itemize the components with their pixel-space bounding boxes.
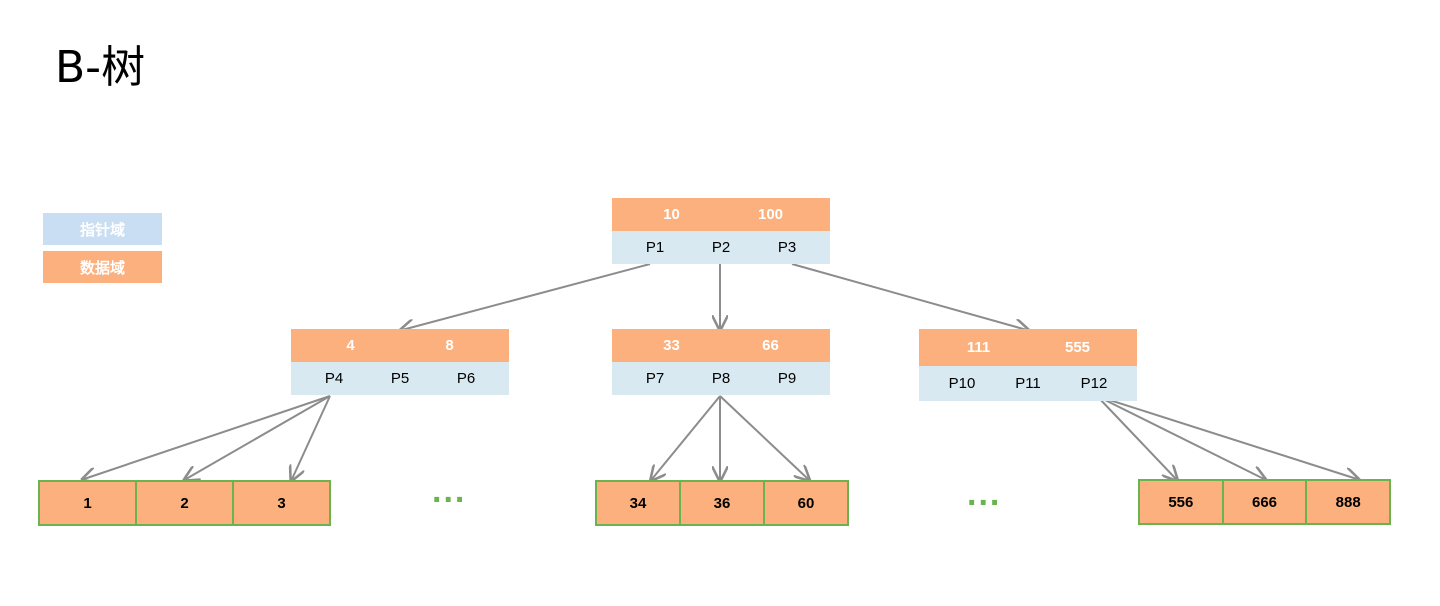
root-node: 10 100 P1 P2 P3 [612,198,830,264]
node-pointer: P4 [324,370,344,387]
leaf-key: 60 [763,482,847,524]
node-pointer-row: P10 P11 P12 [919,366,1137,401]
leaf-key: 666 [1221,481,1306,523]
node-pointer: P9 [777,370,797,387]
internal-node-right: 111 555 P10 P11 P12 [919,329,1137,401]
node-pointer: P11 [1015,375,1041,392]
edge-p12-to-leaf-888 [1096,395,1357,479]
root-pointer-row: P1 P2 P3 [612,231,830,264]
root-key: 100 [757,206,784,223]
leaf-key: 2 [135,482,232,524]
internal-node-left: 4 8 P4 P5 P6 [291,329,509,395]
leaf-key: 3 [232,482,329,524]
node-key: 33 [663,337,680,354]
node-pointer-row: P7 P8 P9 [612,362,830,395]
node-pointer: P12 [1080,375,1108,392]
ellipsis-left: ... [432,472,467,510]
leaf-node-right: 556 666 888 [1138,479,1391,525]
edge-p4-to-leaf-3 [292,395,331,479]
root-pointer: P1 [645,239,665,256]
legend-pointer-field: 指针域 [43,213,162,245]
edge-p12-to-leaf-666 [1096,395,1264,479]
leaf-key: 34 [629,494,647,512]
leaf-key: 1 [83,494,92,512]
leaf-key: 556 [1168,493,1194,511]
legend-data-field: 数据域 [43,251,162,283]
node-pointer: P6 [456,370,476,387]
node-pointer: P8 [711,370,731,387]
node-key: 111 [966,339,991,356]
ellipsis-right: ... [967,475,1002,513]
node-key: 66 [762,337,779,354]
leaf-node-middle: 34 36 60 [595,480,849,526]
root-key: 10 [663,206,680,223]
node-pointer: P5 [390,370,410,387]
leaf-key: 888 [1305,481,1389,523]
edge-p8-to-leaf-34 [652,395,721,479]
leaf-node-left: 1 2 3 [38,480,331,526]
root-pointer: P2 [711,239,731,256]
edge-p8-to-leaf-60 [719,395,808,479]
node-key: 4 [346,337,355,354]
node-pointer: P7 [645,370,665,387]
root-data-row: 10 100 [612,198,830,231]
page-title: B-树 [55,42,146,93]
edge-p4-to-leaf-1 [84,395,331,479]
node-data-row: 111 555 [919,329,1137,366]
edge-p4-to-leaf-2 [186,395,331,479]
internal-node-middle: 33 66 P7 P8 P9 [612,329,830,395]
node-data-row: 33 66 [612,329,830,362]
node-data-row: 4 8 [291,329,509,362]
node-key: 8 [445,337,454,354]
edge-p12-to-leaf-556 [1096,395,1176,479]
edge-p3-to-node-111-555 [791,263,1027,330]
node-pointer-row: P4 P5 P6 [291,362,509,395]
root-pointer: P3 [777,239,797,256]
node-pointer: P10 [948,375,976,392]
leaf-key: 36 [679,482,763,524]
edge-p1-to-node-4-8 [402,263,651,330]
node-key: 555 [1064,339,1091,356]
